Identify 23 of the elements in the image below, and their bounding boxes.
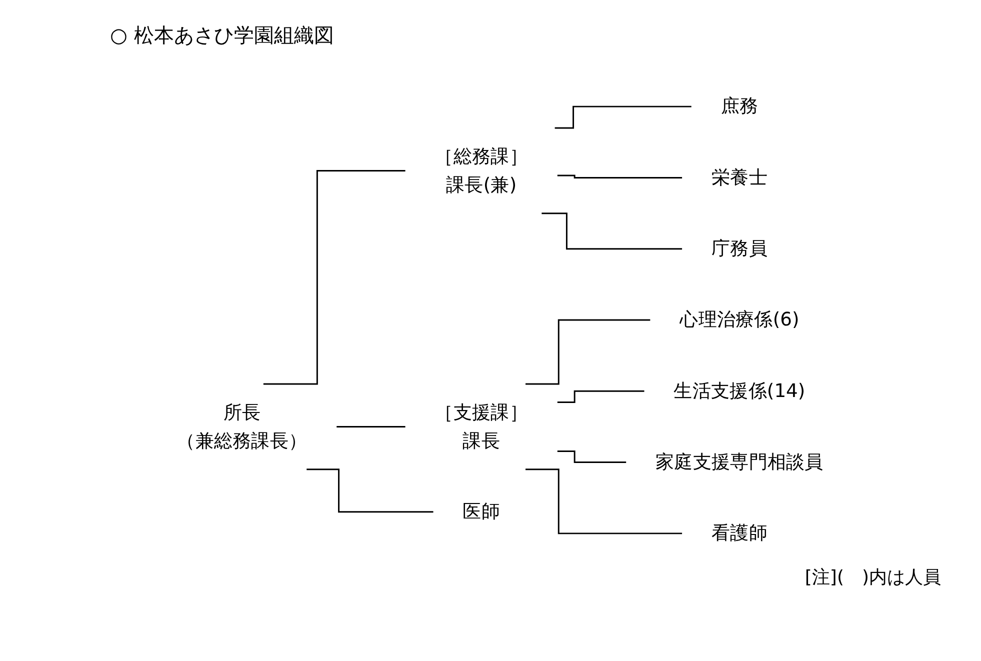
connector-line <box>542 212 682 250</box>
connector-line <box>526 468 682 534</box>
org-position-label: 生活支援係(14) <box>674 380 806 402</box>
org-position-label: 庁務員 <box>711 238 768 260</box>
org-position-label: 庶務 <box>720 96 758 118</box>
org-position-label: 家庭支援専門相談員 <box>656 451 824 473</box>
connector-line <box>557 450 626 464</box>
connector-line <box>554 106 692 129</box>
connector-line <box>306 468 434 513</box>
connector-line <box>263 170 406 385</box>
org-position-label: ［支援課］ 課長 <box>434 402 528 452</box>
diagram-title: ○ 松本あさひ学園組織図 <box>110 22 334 49</box>
org-position-label: ［総務課］ 課長(兼) <box>434 146 528 196</box>
connector-line <box>557 390 644 403</box>
org-position-label: 看護師 <box>711 522 768 544</box>
org-position-label: 心理治療係(6) <box>680 308 800 331</box>
org-position-label: 栄養士 <box>711 166 768 188</box>
org-position-label: 医師 <box>462 500 500 522</box>
connector-line <box>336 426 406 428</box>
note-text: [注]( )内は人員 <box>804 566 941 589</box>
connector-line <box>557 174 682 178</box>
org-position-label: 所長 （兼総務課長） <box>176 402 308 452</box>
connector-line <box>526 319 650 385</box>
